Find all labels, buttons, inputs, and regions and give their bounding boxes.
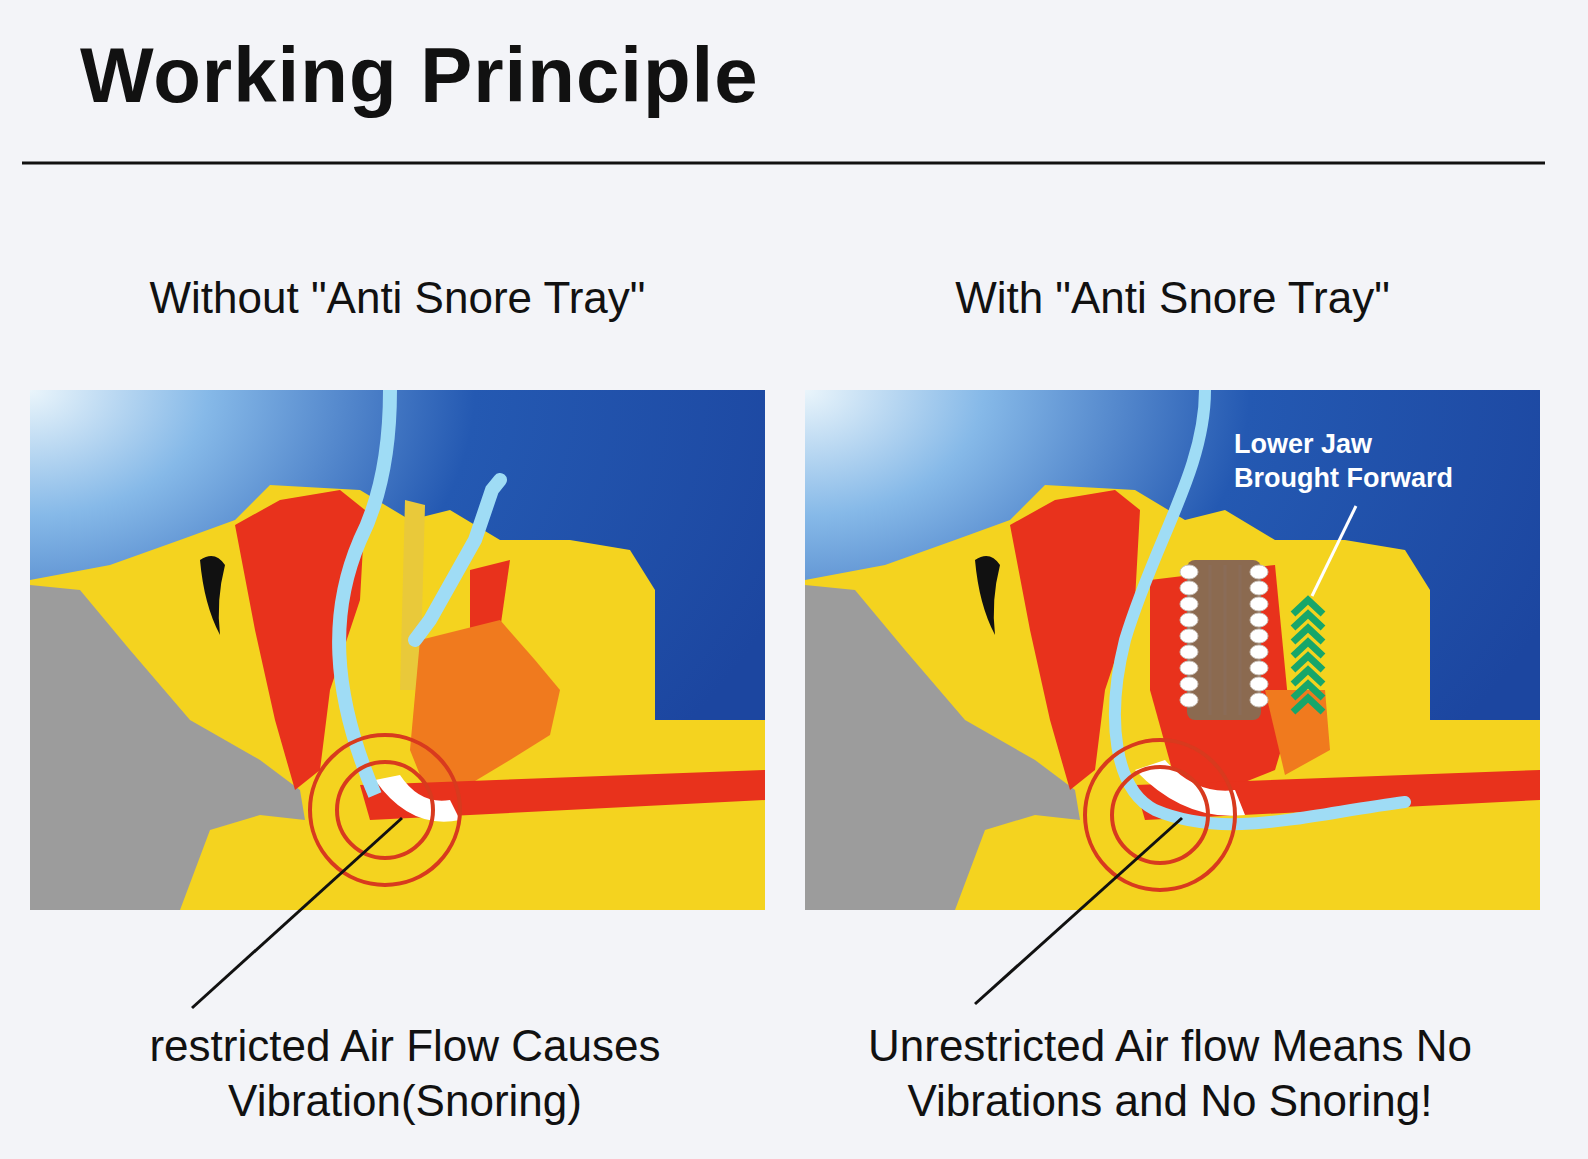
highlight-ring bbox=[310, 735, 460, 885]
leader-line bbox=[975, 818, 1182, 1004]
leader-line bbox=[1312, 506, 1356, 596]
highlight-ring bbox=[1085, 740, 1235, 890]
anti-snore-tray bbox=[1187, 560, 1261, 720]
tongue bbox=[410, 620, 560, 800]
head-profile bbox=[805, 485, 1540, 910]
panel-heading: With "Anti Snore Tray" bbox=[805, 252, 1540, 325]
panel-without bbox=[30, 390, 765, 910]
page-title: Working Principle bbox=[80, 30, 759, 121]
forward-chevrons bbox=[1293, 600, 1323, 712]
panel: Without "Anti Snore Tray" bbox=[30, 252, 765, 910]
highlight-ring bbox=[337, 762, 433, 858]
highlight-ring bbox=[1112, 767, 1208, 863]
caption-text: Unrestricted Air flow Means No Vibration… bbox=[790, 1018, 1550, 1128]
callout-label: Lower Jaw Brought Forward bbox=[1234, 428, 1479, 496]
caption-text: restricted Air Flow Causes Vibration(Sno… bbox=[45, 1018, 765, 1128]
head-profile bbox=[30, 485, 765, 910]
eye bbox=[200, 556, 225, 635]
sky-ground bbox=[30, 390, 765, 910]
mouth-airflow bbox=[415, 480, 500, 640]
leader-line bbox=[192, 818, 402, 1008]
tray-texture bbox=[1210, 565, 1240, 715]
sky-ground bbox=[805, 390, 1540, 910]
panel-with bbox=[805, 390, 1540, 910]
eye bbox=[975, 556, 1000, 635]
title-rule bbox=[22, 162, 1545, 165]
panel-heading: Without "Anti Snore Tray" bbox=[30, 252, 765, 325]
jaw bbox=[1265, 690, 1330, 775]
panel: With "Anti Snore Tray" bbox=[805, 252, 1540, 910]
blocked-airway bbox=[375, 775, 460, 822]
